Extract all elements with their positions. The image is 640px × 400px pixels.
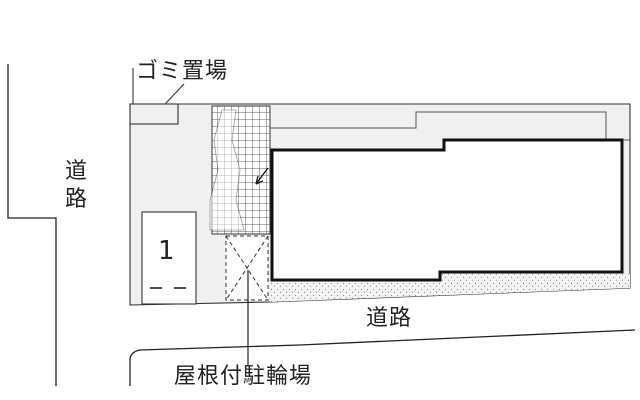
- walkway-path: [209, 109, 245, 231]
- road-left-label: 道路: [64, 159, 87, 212]
- road-boundary-left: [7, 64, 57, 386]
- parking-space-number: 1: [158, 236, 175, 266]
- garbage-area: [129, 103, 179, 125]
- entrance-arrow-icon: [255, 167, 269, 185]
- road-boundary-bottom: [129, 329, 636, 386]
- road-bottom-label: 道路: [366, 306, 413, 331]
- building: [270, 138, 624, 282]
- garbage-area-label: ゴミ置場: [136, 59, 229, 84]
- bicycle-parking-label: 屋根付駐輪場: [174, 364, 313, 389]
